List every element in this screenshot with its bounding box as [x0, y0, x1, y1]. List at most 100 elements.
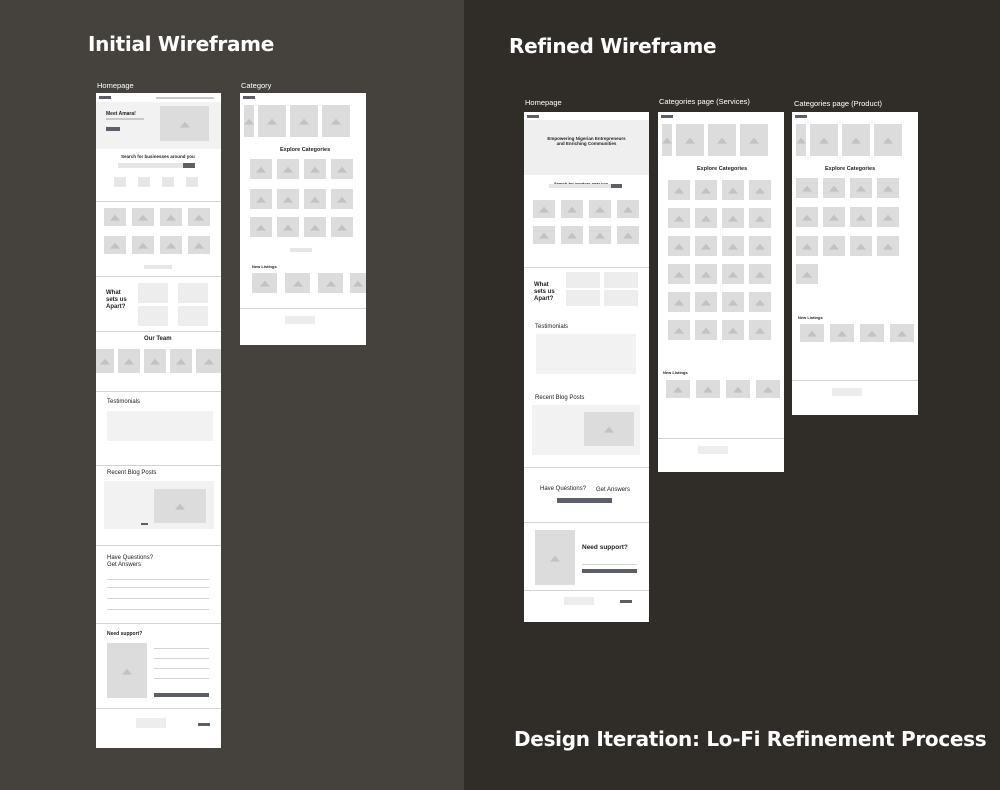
label-category-initial: Category [241, 81, 272, 90]
label-categories-services: Categories page (Services) [659, 97, 750, 106]
caption: Design Iteration: Lo-Fi Refinement Proce… [514, 727, 987, 751]
support-heading: Need support? [582, 544, 628, 551]
wireframe-initial-category: Explore Categories New Listings [240, 93, 366, 345]
category-card [722, 180, 744, 200]
category-card [823, 178, 845, 198]
feature-block [178, 306, 208, 326]
category-card [695, 236, 717, 256]
feature-block [138, 283, 168, 303]
answers-heading: Get Answers [107, 562, 142, 568]
category-card [722, 264, 744, 284]
category-card [796, 207, 818, 227]
listing-card [666, 380, 690, 398]
category-icon [138, 177, 150, 187]
carousel-image [842, 124, 870, 156]
form-field [154, 658, 209, 659]
category-card [749, 264, 771, 284]
wireframe-initial-homepage: Meet Amara! Search for businesses around… [96, 93, 221, 748]
divider [96, 276, 221, 277]
feature-block [138, 306, 168, 326]
category-card [749, 236, 771, 256]
category-card [722, 292, 744, 312]
faq-item [107, 579, 209, 580]
testimonials-panel [536, 334, 636, 374]
category-card [722, 320, 744, 340]
carousel-image [290, 105, 318, 137]
carousel-image [322, 105, 350, 137]
category-card [160, 208, 182, 226]
category-card [617, 226, 639, 244]
support-image [107, 643, 147, 698]
form-field [154, 678, 209, 679]
category-card [796, 236, 818, 256]
category-card [331, 217, 353, 237]
search-button [611, 184, 622, 188]
divider [96, 545, 221, 546]
carousel-image [662, 124, 672, 156]
label-homepage-initial: Homepage [97, 81, 134, 90]
questions-heading: Have Questions? [540, 486, 587, 492]
category-card [850, 178, 872, 198]
category-card [695, 180, 717, 200]
left-panel-background [0, 0, 464, 790]
footer-links [136, 718, 166, 728]
team-card [170, 349, 192, 373]
footer-divider [96, 708, 221, 709]
category-card [331, 159, 353, 179]
category-card [589, 226, 611, 244]
listing-card [860, 324, 884, 342]
category-card [533, 200, 555, 218]
search-heading: Search for vendors near you [554, 181, 608, 186]
category-card [722, 236, 744, 256]
footer-divider [658, 438, 784, 439]
category-card [850, 207, 872, 227]
support-heading: Need support? [107, 631, 143, 637]
new-listings-heading: New Listings [252, 264, 277, 269]
apart-heading: What sets us Apart? [106, 290, 127, 310]
category-card [749, 208, 771, 228]
footer-button [620, 600, 632, 603]
category-card [695, 320, 717, 340]
category-card [277, 189, 299, 209]
listing-card [285, 273, 310, 293]
search-heading: Search for businesses around you [121, 154, 195, 159]
listing-card [318, 273, 343, 293]
category-card [304, 189, 326, 209]
wireframe-refined-product: Explore Categories New Listings [792, 112, 918, 415]
category-card [104, 236, 126, 254]
support-button [582, 569, 637, 573]
feature-block [604, 290, 638, 306]
category-card [668, 264, 690, 284]
footer-links [285, 316, 315, 324]
blog-heading: Recent Blog Posts [107, 470, 157, 476]
blog-heading: Recent Blog Posts [535, 395, 585, 401]
view-more-button [290, 248, 312, 252]
carousel-image [676, 124, 704, 156]
divider [524, 522, 649, 523]
carousel-image [796, 124, 806, 156]
listing-card [350, 273, 366, 293]
form-field [582, 564, 637, 565]
blog-button [141, 523, 148, 525]
category-card [695, 264, 717, 284]
category-card [695, 208, 717, 228]
category-card [331, 189, 353, 209]
category-card [188, 208, 210, 226]
listing-card [830, 324, 854, 342]
submit-button [154, 693, 209, 697]
search-bar [118, 163, 193, 168]
wireframe-refined-services: Explore Categories New Listings [658, 112, 784, 472]
logo [99, 96, 111, 99]
category-card [749, 320, 771, 340]
category-card [668, 292, 690, 312]
category-card [877, 207, 899, 227]
category-card [561, 226, 583, 244]
category-card [877, 236, 899, 256]
testimonials-heading: Testimonials [107, 399, 141, 405]
listing-card [726, 380, 750, 398]
category-card [668, 320, 690, 340]
section-title-initial: Initial Wireframe [88, 32, 274, 56]
explore-heading: Explore Categories [825, 166, 876, 172]
carousel-image [244, 105, 254, 137]
category-card [132, 208, 154, 226]
